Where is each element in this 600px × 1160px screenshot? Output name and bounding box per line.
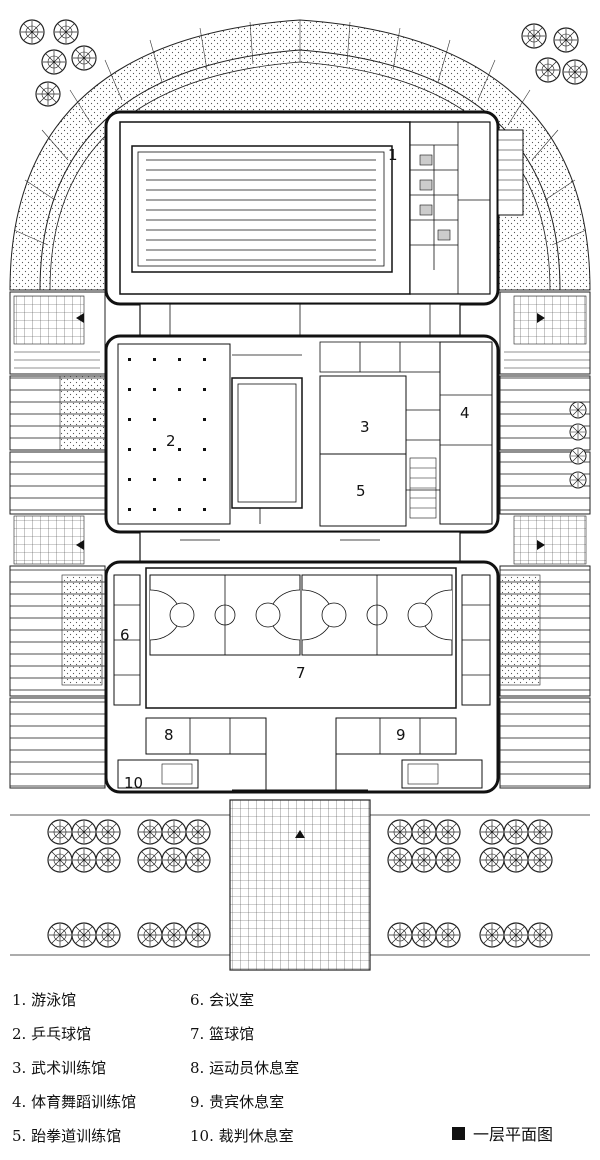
room-number-9: 9	[396, 726, 406, 744]
floor-plan: 1 2 3 4 5 6 7 8 9 10	[9, 19, 591, 971]
legend: 1. 游泳馆 2. 乒乓球馆 3. 武术训练馆 4. 体育舞蹈训练馆 5. 跆拳…	[0, 975, 600, 1160]
legend-item: 3. 武术训练馆	[12, 1059, 107, 1077]
pool-lanes	[146, 159, 376, 261]
room-number-4: 4	[460, 404, 470, 422]
room-number-8: 8	[164, 726, 174, 744]
legend-item: 1. 游泳馆	[12, 991, 77, 1009]
legend-item: 8. 运动员休息室	[190, 1059, 300, 1077]
room-number-10: 10	[124, 774, 143, 792]
room-number-2: 2	[166, 432, 176, 450]
plan-title: 一层平面图	[452, 1121, 553, 1145]
room-number-6: 6	[120, 626, 130, 644]
legend-item: 2. 乒乓球馆	[12, 1025, 92, 1043]
room-number-5: 5	[356, 482, 366, 500]
building	[104, 110, 524, 794]
legend-item: 9. 贵宾休息室	[190, 1093, 285, 1111]
room-number-7: 7	[296, 664, 306, 682]
room-number-labels: 1 2 3 4 5 6 7 8 9 10	[120, 146, 470, 792]
room-number-3: 3	[360, 418, 370, 436]
legend-item: 10. 裁判休息室	[190, 1127, 294, 1145]
title-square-icon	[452, 1126, 465, 1140]
legend-item: 7. 篮球馆	[190, 1025, 255, 1043]
room-number-1: 1	[388, 146, 398, 164]
legend-item: 6. 会议室	[190, 991, 255, 1009]
legend-item: 4. 体育舞蹈训练馆	[12, 1093, 137, 1111]
legend-item: 5. 跆拳道训练馆	[12, 1127, 122, 1145]
entrance-plaza	[10, 799, 590, 971]
plan-title-text: 一层平面图	[473, 1125, 554, 1144]
